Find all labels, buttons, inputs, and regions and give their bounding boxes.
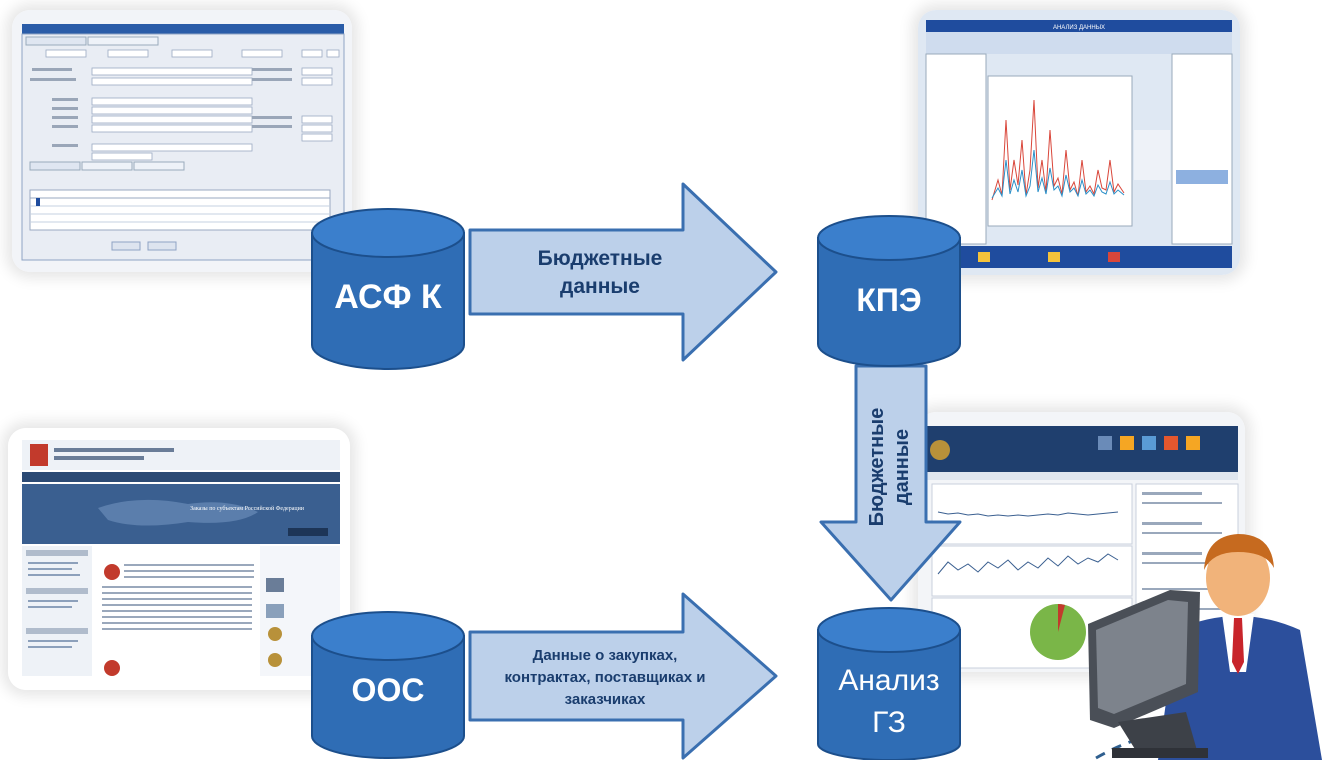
arrow-procurement-label: Данные о закупках, контрактах, поставщик… [504, 647, 706, 708]
arrow-budget-vertical [818, 364, 963, 604]
arrow-procurement [468, 592, 780, 760]
kpe-label: КПЭ [856, 281, 922, 318]
kpe-screen-title: АНАЛИЗ ДАННЫХ [1053, 25, 1105, 31]
arrow-budget-horizontal-label: Бюджетные данные [537, 247, 663, 298]
arrow-budget-horizontal [468, 182, 780, 362]
asfk-database-icon [308, 205, 468, 375]
arrow-budget-vertical-label: Бюджетные данные [866, 407, 913, 527]
oos-screenshot: Заказы по субъектам Российской Федерации [8, 428, 350, 690]
kpe-database-icon [814, 212, 964, 372]
oos-screen-title: Заказы по субъектам Российской Федерации [190, 505, 305, 512]
user-at-computer-icon [1078, 522, 1328, 760]
oos-label: ООС [351, 671, 425, 708]
kpe-screenshot: АНАЛИЗ ДАННЫХ [918, 10, 1240, 275]
analiz-database-icon [814, 604, 964, 760]
analiz-label: Анализ ГЗ [838, 664, 940, 739]
asfk-label: АСФ К [334, 278, 442, 316]
oos-database-icon [308, 608, 468, 760]
asfk-screenshot [12, 10, 352, 272]
